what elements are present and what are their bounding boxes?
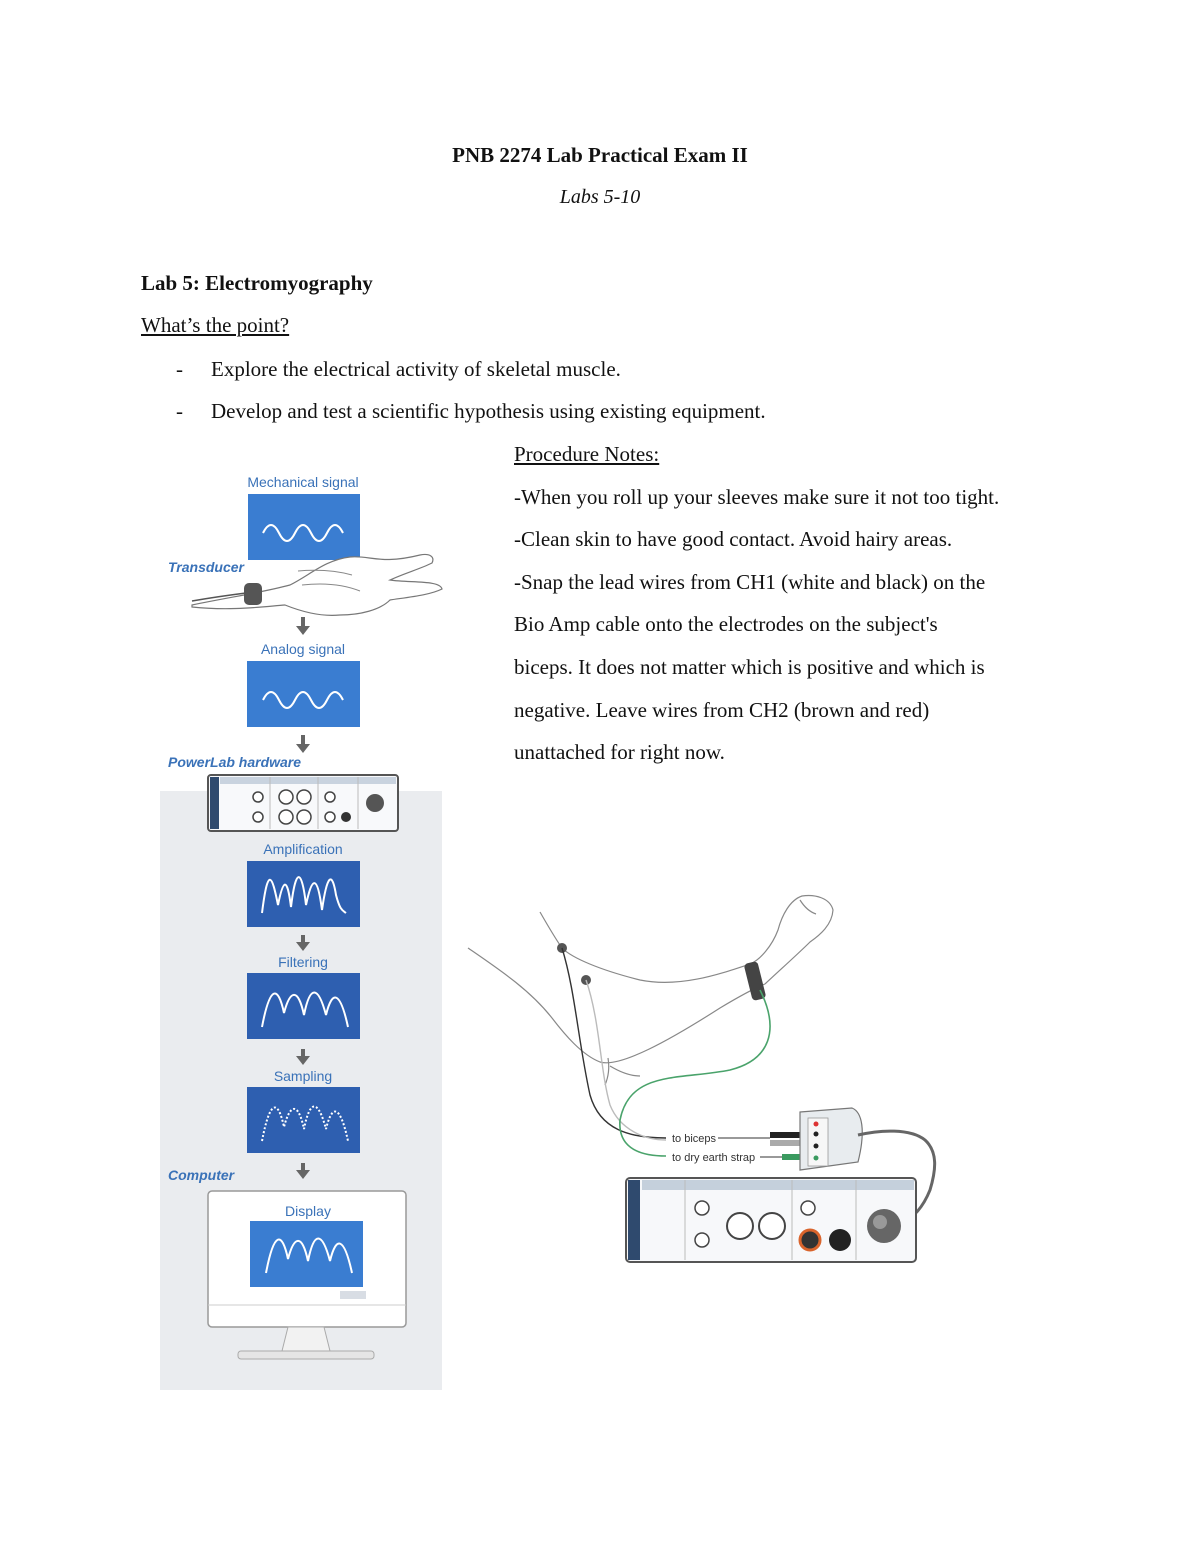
procedure-heading: Procedure Notes: bbox=[514, 442, 660, 466]
label-display: Display bbox=[285, 1203, 331, 1219]
procedure-line: -Clean skin to have good contact. Avoid … bbox=[514, 527, 953, 552]
amplification-box bbox=[247, 861, 360, 927]
label-to-earth: to dry earth strap bbox=[672, 1152, 755, 1164]
plug bbox=[770, 1132, 800, 1138]
hand-illustration bbox=[191, 553, 443, 616]
arm-illustration bbox=[467, 894, 834, 1086]
mechanical-box bbox=[248, 494, 360, 560]
label-computer: Computer bbox=[168, 1167, 236, 1183]
procedure-line: -Snap the lead wires from CH1 (white and… bbox=[514, 569, 986, 594]
analog-box bbox=[247, 661, 360, 727]
section-heading: Lab 5: Electromyography bbox=[141, 271, 373, 295]
flow-arrow-head bbox=[296, 1170, 310, 1179]
sampling-wave bbox=[261, 1105, 349, 1142]
procedure-line: negative. Leave wires from CH2 (brown an… bbox=[514, 697, 930, 722]
label-filtering: Filtering bbox=[278, 954, 328, 970]
signal-flow-diagram: Mechanical signal Transducer Analog sign… bbox=[160, 474, 443, 1390]
label-transducer: Transducer bbox=[168, 559, 246, 575]
label-sampling: Sampling bbox=[274, 1068, 332, 1084]
page-subtitle: Labs 5-10 bbox=[559, 186, 641, 208]
bullet-dash: - bbox=[176, 399, 183, 423]
label-amplification: Amplification bbox=[263, 841, 342, 857]
label-to-biceps: to biceps bbox=[672, 1133, 717, 1145]
sampling-box bbox=[247, 1087, 360, 1153]
procedure-notes: Procedure Notes: -When you roll up your … bbox=[514, 433, 1074, 774]
arm-electrode-diagram: to biceps to dry earth strap bbox=[467, 894, 937, 1263]
plug bbox=[770, 1140, 800, 1146]
label-mechanical: Mechanical signal bbox=[247, 474, 358, 490]
label-analog: Analog signal bbox=[261, 641, 345, 657]
procedure-line: biceps. It does not matter which is posi… bbox=[514, 654, 985, 679]
wire-black bbox=[561, 947, 667, 1139]
page-title: PNB 2274 Lab Practical Exam II bbox=[452, 143, 748, 167]
flow-arrow-head bbox=[296, 626, 310, 635]
flow-arrow-head bbox=[296, 942, 310, 951]
wire-white bbox=[585, 979, 667, 1141]
procedure-line: -When you roll up your sleeves make sure… bbox=[514, 484, 1000, 509]
bullet-text: Develop and test a scientific hypothesis… bbox=[211, 399, 766, 423]
amplification-wave bbox=[261, 876, 347, 914]
filtering-wave bbox=[261, 991, 349, 1028]
procedure-line: Bio Amp cable onto the electrodes on the… bbox=[514, 612, 938, 637]
display-wave bbox=[265, 1237, 353, 1274]
procedure-line: unattached for right now. bbox=[514, 740, 725, 765]
flow-arrow-head bbox=[296, 744, 310, 753]
label-powerlab: PowerLab hardware bbox=[168, 754, 301, 770]
powerlab-device bbox=[207, 774, 399, 832]
bullet-text: Explore the electrical activity of skele… bbox=[211, 357, 621, 381]
bullet-dash: - bbox=[176, 357, 183, 381]
plug bbox=[782, 1154, 802, 1160]
powerlab-front-panel bbox=[625, 1177, 917, 1263]
analog-wave bbox=[262, 691, 344, 709]
mechanical-wave bbox=[262, 524, 344, 542]
flow-arrow-head bbox=[296, 1056, 310, 1065]
point-heading: What’s the point? bbox=[141, 313, 290, 337]
wire-green bbox=[619, 989, 771, 1157]
